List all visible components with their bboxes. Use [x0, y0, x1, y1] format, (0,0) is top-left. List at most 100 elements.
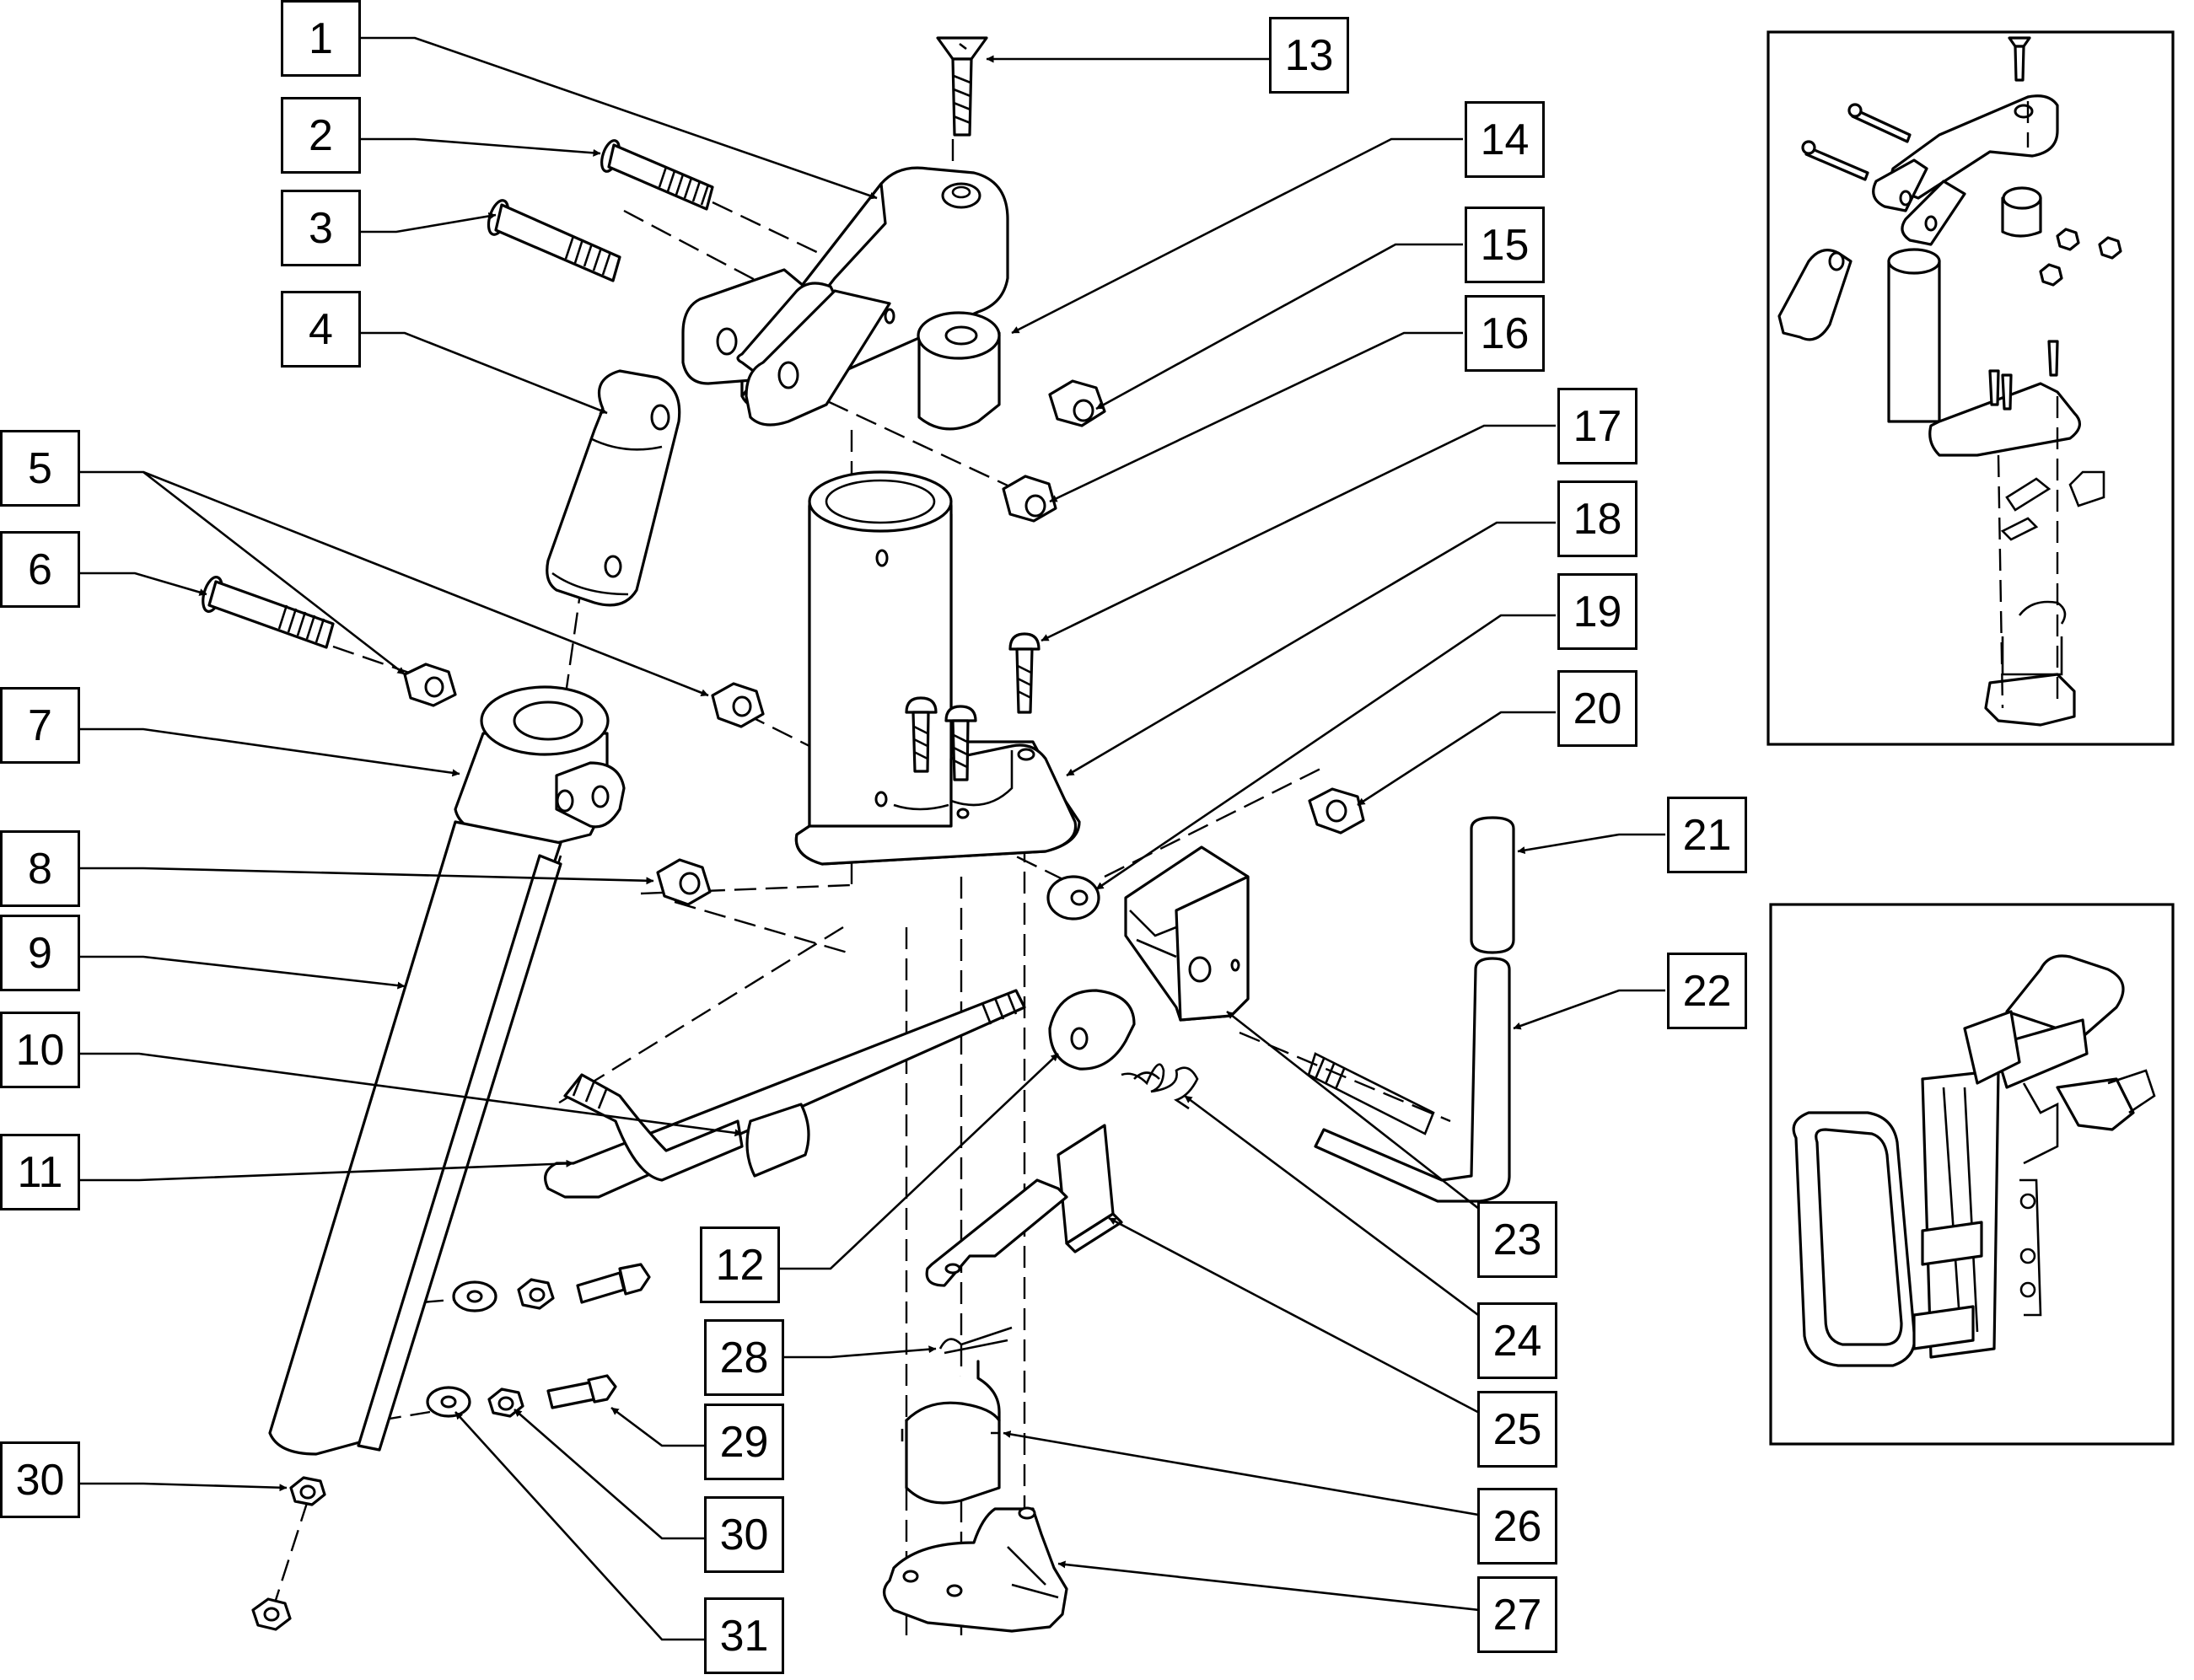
callout-number: 22 [1683, 967, 1732, 1016]
l-handle-22 [1307, 816, 1515, 1203]
callout-box [1557, 573, 1637, 650]
hex-nut-5b [711, 682, 765, 728]
callout-box [1557, 670, 1637, 747]
callout-box [0, 687, 80, 764]
callout-box [1465, 207, 1545, 283]
button-screw-17b [905, 696, 938, 773]
callout-24: 24 [1477, 1302, 1557, 1379]
callout-number: 1 [309, 14, 333, 63]
callout-box [0, 1012, 80, 1088]
flat-head-screw-13 [936, 36, 988, 137]
inset-assembly-view [1766, 30, 2175, 746]
lock-block-23 [1124, 845, 1250, 1022]
callout-number: 11 [18, 1148, 63, 1197]
callout-box [1557, 480, 1637, 557]
lock-nut-30a [517, 1278, 555, 1310]
callout-22: 22 [1667, 953, 1747, 1029]
callout-16: 16 [1465, 295, 1545, 372]
callout-number: 17 [1573, 402, 1622, 451]
callout-box [281, 291, 361, 368]
clevis-4 [546, 369, 681, 607]
inset-installed-view [1769, 903, 2175, 1446]
callout-number: 30 [16, 1456, 65, 1505]
button-screw-17c [944, 705, 977, 781]
shoulder-bolt-29 [546, 1374, 617, 1409]
callout-number: 16 [1481, 309, 1530, 358]
callout-box [1477, 1576, 1557, 1653]
callout-2: 2 [281, 97, 361, 174]
callout-number: 12 [716, 1241, 765, 1290]
upright-post-18 [794, 470, 1081, 866]
upper-arm-bracket-1 [681, 166, 1009, 427]
callout-box [1477, 1302, 1557, 1379]
callout-box [281, 0, 361, 77]
callout-box [700, 1226, 780, 1303]
callout-box [281, 97, 361, 174]
callout-box [1667, 953, 1747, 1029]
callout-21: 21 [1667, 797, 1747, 873]
callout-14: 14 [1465, 101, 1545, 178]
callout-26: 26 [1477, 1488, 1557, 1565]
callout-15: 15 [1465, 207, 1545, 283]
callout-number: 14 [1481, 115, 1530, 164]
callout-box [1477, 1391, 1557, 1468]
callout-box [704, 1597, 784, 1674]
callout-number: 5 [28, 444, 52, 493]
lever-25 [925, 1124, 1123, 1287]
callout-number: 30 [720, 1511, 769, 1559]
callout-5: 5 [0, 430, 80, 507]
callout-number: 19 [1573, 588, 1622, 636]
callout-7: 7 [0, 687, 80, 764]
callout-number: 3 [309, 204, 333, 253]
button-screw-17 [1008, 632, 1041, 714]
callout-12: 12 [700, 1226, 780, 1303]
callout-box [281, 190, 361, 266]
bolt-6 [202, 576, 335, 649]
clamp-block-7 [454, 685, 626, 845]
callout-number: 21 [1683, 811, 1732, 860]
callout-number: 20 [1573, 684, 1622, 733]
callout-box [0, 1441, 80, 1518]
callout-box [704, 1404, 784, 1480]
callout-box [0, 830, 80, 907]
hex-nut-5a [403, 663, 457, 707]
hex-nut-bottom [251, 1597, 292, 1631]
callout-box [1477, 1488, 1557, 1565]
callout-number: 4 [309, 305, 333, 354]
callout-box [0, 430, 80, 507]
callout-number: 7 [28, 701, 52, 750]
long-bolt-3 [487, 199, 621, 282]
callout-4: 4 [281, 291, 361, 368]
callout-3: 3 [281, 190, 361, 266]
callout-box [704, 1496, 784, 1573]
hex-nut-8 [656, 858, 712, 906]
callout-18: 18 [1557, 480, 1637, 557]
spring-24 [1121, 1063, 1199, 1110]
callout-box [704, 1319, 784, 1396]
callout-13: 13 [1269, 17, 1349, 94]
callout-number: 10 [16, 1026, 65, 1075]
callout-number: 24 [1493, 1317, 1542, 1366]
callout-8: 8 [0, 830, 80, 907]
callout-box [0, 1134, 80, 1210]
callout-box [0, 531, 80, 608]
callout-number: 31 [720, 1612, 769, 1661]
base-clamp-27 [883, 1506, 1068, 1633]
lock-nut-30c [289, 1476, 326, 1506]
callout-1: 1 [281, 0, 361, 77]
callout-23: 23 [1477, 1201, 1557, 1278]
callout-box [1465, 101, 1545, 178]
callout-labels: 1234567891011121314151617181920212223242… [0, 0, 1747, 1674]
callout-6: 6 [0, 531, 80, 608]
callout-number: 27 [1493, 1591, 1542, 1640]
callout-box [1465, 295, 1545, 372]
callout-number: 15 [1481, 221, 1530, 270]
clamp-sleeve-26 [901, 1360, 1001, 1505]
callout-number: 2 [309, 111, 333, 160]
callout-box [1667, 797, 1747, 873]
callout-19: 19 [1557, 573, 1637, 650]
callout-number: 23 [1493, 1216, 1542, 1264]
spring-clip-28 [938, 1326, 1013, 1355]
callout-number: 29 [720, 1418, 769, 1467]
